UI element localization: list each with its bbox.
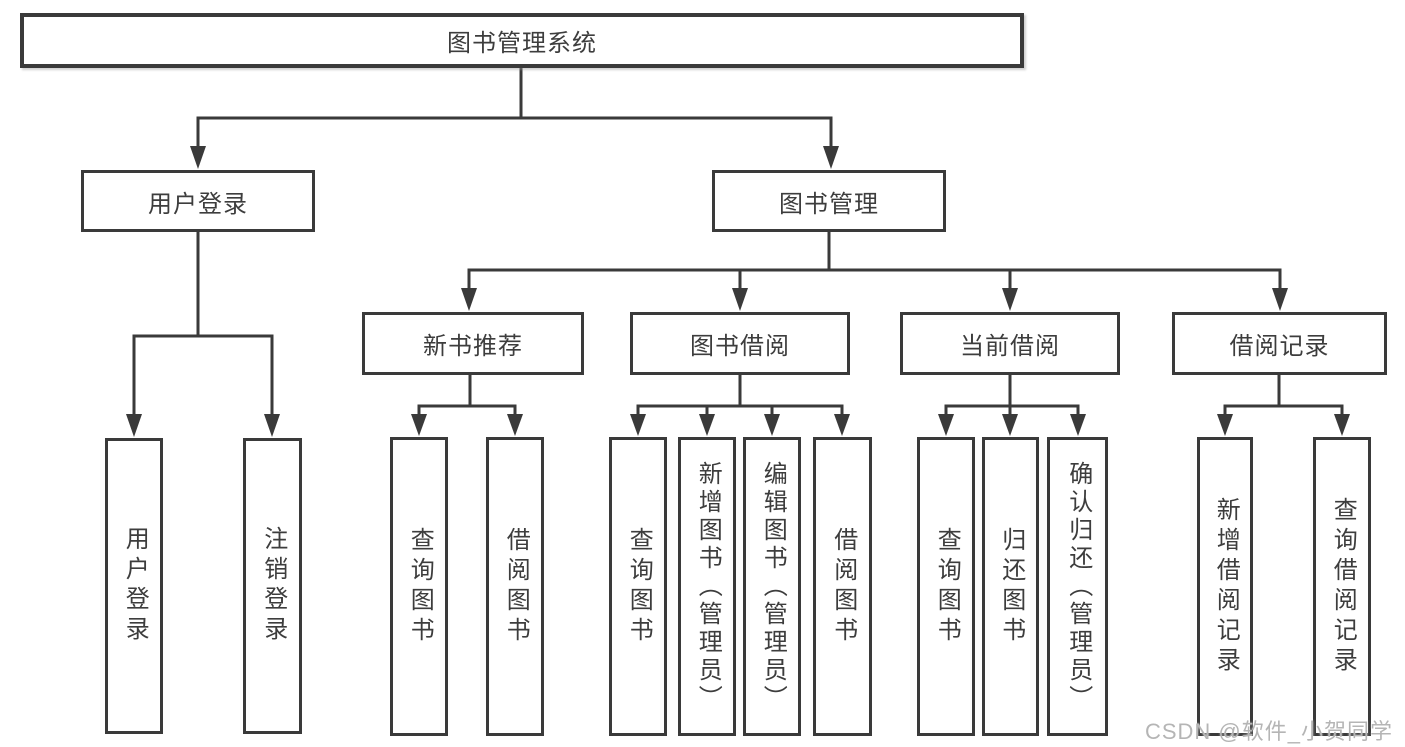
node-book-borrowing: 图书借阅: [630, 312, 850, 375]
node-book-management: 图书管理: [712, 170, 946, 232]
node-new-book-recommend: 新书推荐: [362, 312, 584, 375]
leaf-logout: 注销登录: [243, 438, 302, 734]
leaf-query-books-current: 查询图书: [917, 437, 975, 736]
leaf-query-books-borrowing: 查询图书: [609, 437, 667, 736]
leaf-borrow-books-borrowing: 借阅图书: [813, 437, 872, 736]
leaf-add-books-admin: 新增图书（管理员）: [678, 437, 736, 736]
leaf-return-books: 归还图书: [982, 437, 1039, 736]
leaf-query-borrow-record: 查询借阅记录: [1313, 437, 1371, 736]
leaf-confirm-return-admin: 确认归还（管理员）: [1047, 437, 1108, 736]
node-borrowing-records: 借阅记录: [1172, 312, 1387, 375]
node-user-login: 用户登录: [81, 170, 315, 232]
leaf-edit-books-admin: 编辑图书（管理员）: [743, 437, 801, 736]
leaf-add-borrow-record: 新增借阅记录: [1197, 437, 1253, 736]
node-current-borrowing: 当前借阅: [900, 312, 1120, 375]
leaf-query-books-recommend: 查询图书: [390, 437, 448, 736]
leaf-borrow-books-recommend: 借阅图书: [486, 437, 544, 736]
leaf-user-login: 用户登录: [105, 438, 163, 734]
node-root-system: 图书管理系统: [20, 13, 1024, 68]
watermark-text: CSDN @软件_小贺同学: [1144, 719, 1393, 744]
